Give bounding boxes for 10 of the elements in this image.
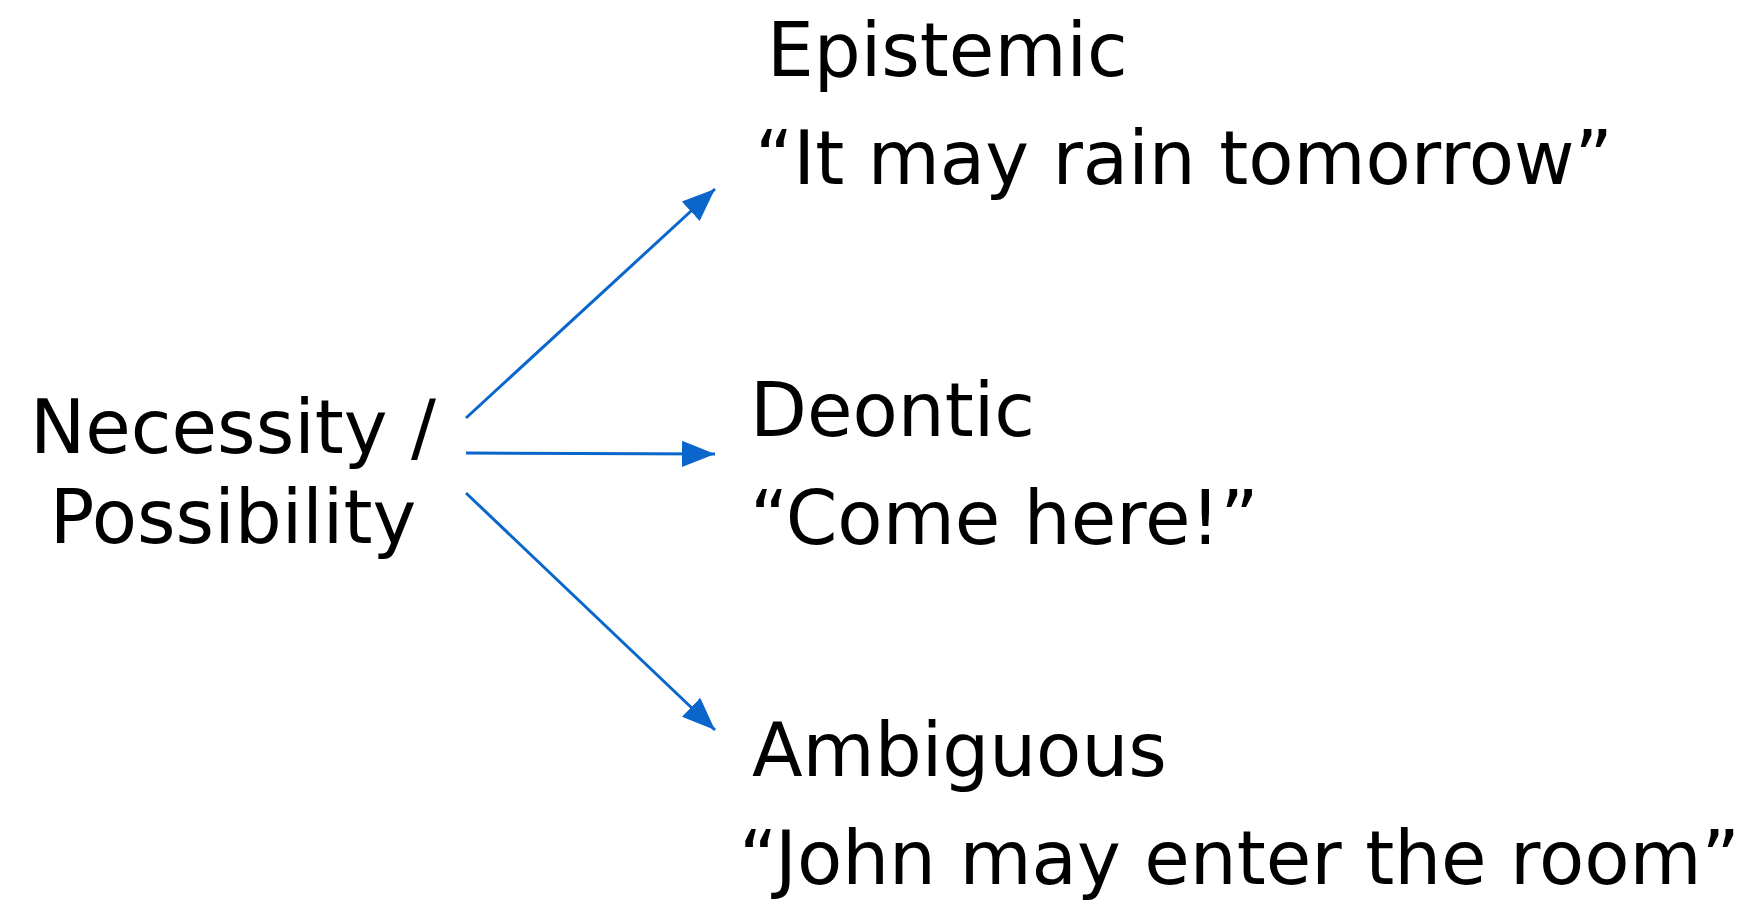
- arrow: [465, 187, 716, 420]
- example-sentence: “Come here!”: [749, 474, 1260, 563]
- example-sentence: “John may enter the room”: [738, 814, 1741, 903]
- category-label: Deontic: [749, 366, 1036, 455]
- node-label: Necessity / Possibility: [29, 383, 437, 562]
- category-label: Epistemic: [766, 6, 1129, 95]
- example-sentence: “It may rain tomorrow”: [754, 114, 1614, 203]
- arrow: [464, 491, 717, 732]
- arrow: [466, 440, 715, 468]
- category-label: Ambiguous: [751, 706, 1168, 795]
